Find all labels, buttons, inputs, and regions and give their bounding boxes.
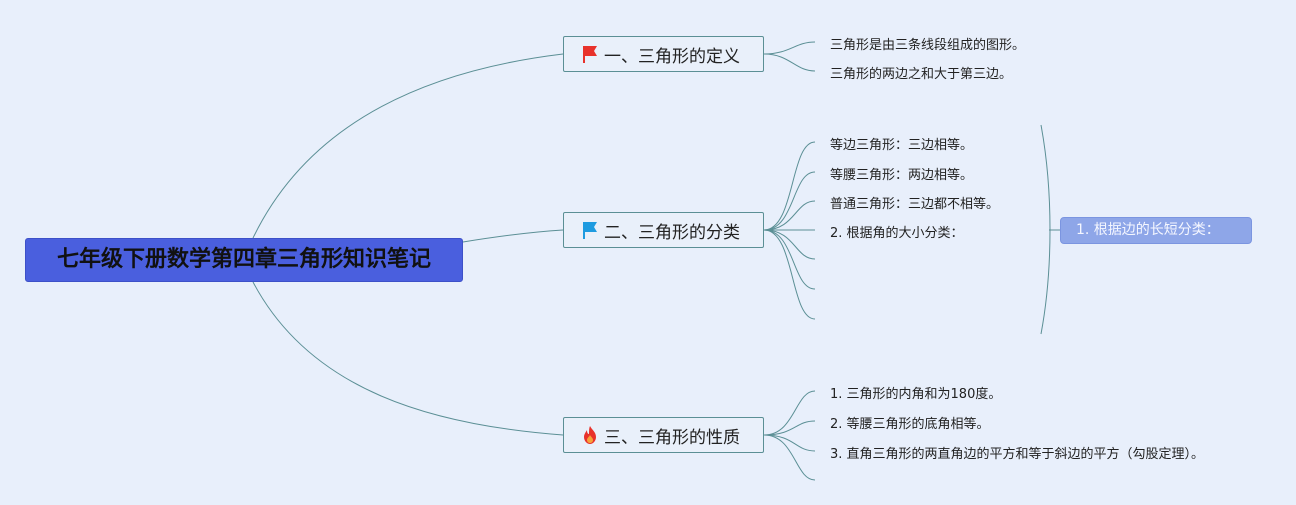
connector-b2-leaf-1	[763, 141, 816, 231]
leaf-classification-3[interactable]: 普通三角形：三边都不相等。	[830, 197, 1000, 212]
branch-classification[interactable]: 二、三角形的分类	[563, 212, 764, 248]
connector-b1-leaf-1	[763, 41, 816, 55]
leaf-classification-4[interactable]: 2. 根据角的大小分类：	[830, 226, 964, 241]
side-bracket	[1040, 124, 1051, 335]
leaf-properties-1[interactable]: 1. 三角形的内角和为180度。	[830, 387, 1002, 402]
branch-properties[interactable]: 三、三角形的性质	[563, 417, 764, 453]
connector-b3-leaf-2	[763, 420, 816, 436]
root-topic[interactable]: 七年级下册数学第四章三角形知识笔记	[25, 238, 463, 282]
connector-b2-leaf-2	[763, 171, 816, 231]
connector-root-branch-3	[252, 281, 564, 436]
connector-b2-leaf-6	[763, 229, 816, 290]
red-flag-icon	[580, 44, 600, 64]
connector-b1-leaf-2	[763, 53, 816, 72]
connector-b2-leaf-5	[763, 229, 816, 260]
branch-label: 一、三角形的定义	[604, 46, 740, 67]
leaf-properties-3[interactable]: 3. 直角三角形的两直角边的平方和等于斜边的平方（勾股定理）。	[830, 447, 1205, 462]
connector-b3-leaf-4	[763, 434, 816, 481]
leaf-properties-2[interactable]: 2. 等腰三角形的底角相等。	[830, 417, 990, 432]
leaf-classification-1[interactable]: 等边三角形：三边相等。	[830, 138, 974, 153]
connector-root-branch-2	[462, 229, 564, 243]
connector-b2-leaf-7	[763, 229, 816, 320]
connector-b2-leaf-3	[763, 200, 816, 231]
branch-definition[interactable]: 一、三角形的定义	[563, 36, 764, 72]
connector-b3-leaf-1	[763, 390, 816, 436]
leaf-definition-2[interactable]: 三角形的两边之和大于第三边。	[830, 67, 1013, 82]
fire-icon	[580, 425, 600, 445]
connector-root-branch-1	[252, 53, 564, 239]
branch-label: 二、三角形的分类	[604, 222, 740, 243]
leaf-definition-1[interactable]: 三角形是由三条线段组成的图形。	[830, 38, 1026, 53]
leaf-classification-2[interactable]: 等腰三角形：两边相等。	[830, 168, 974, 183]
side-topic-by-side-length[interactable]: 1. 根据边的长短分类：	[1060, 217, 1252, 244]
branch-label: 三、三角形的性质	[604, 427, 740, 448]
connector-b3-leaf-3	[763, 434, 816, 452]
blue-flag-icon	[580, 220, 600, 240]
